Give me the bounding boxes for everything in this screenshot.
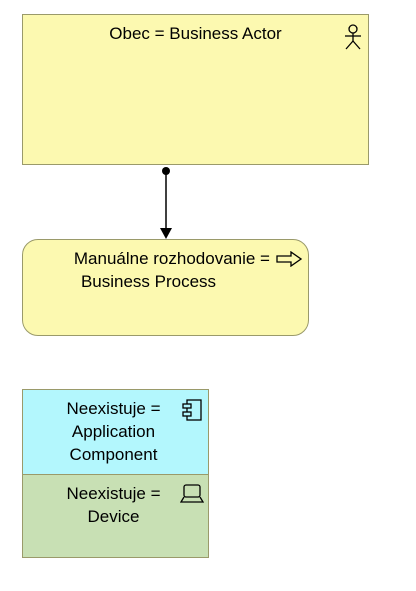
business-process-icon bbox=[276, 251, 302, 267]
business-actor-node[interactable]: Obec = Business Actor bbox=[22, 14, 369, 165]
device-label-line2: Device bbox=[87, 507, 140, 526]
device-label-line1: Neexistuje = bbox=[66, 484, 161, 503]
device-icon bbox=[180, 484, 204, 503]
business-process-label-line1: Manuálne rozhodovanie = bbox=[73, 249, 270, 268]
business-actor-label: Obec = Business Actor bbox=[109, 24, 282, 43]
business-process-label-line2: Business Process bbox=[80, 272, 217, 291]
device-node[interactable]: Neexistuje = Device bbox=[22, 474, 209, 558]
application-component-node[interactable]: Neexistuje = Application Component bbox=[22, 389, 209, 475]
connector-arrowhead bbox=[160, 228, 172, 239]
business-process-node[interactable]: Manuálne rozhodovanie = Business Process bbox=[22, 239, 309, 336]
application-component-label-line1: Neexistuje = bbox=[66, 399, 161, 418]
application-component-label-line2: Application bbox=[71, 422, 156, 441]
application-component-label-line3: Component bbox=[69, 445, 158, 464]
business-actor-icon bbox=[345, 24, 361, 50]
application-component-icon bbox=[182, 399, 202, 421]
